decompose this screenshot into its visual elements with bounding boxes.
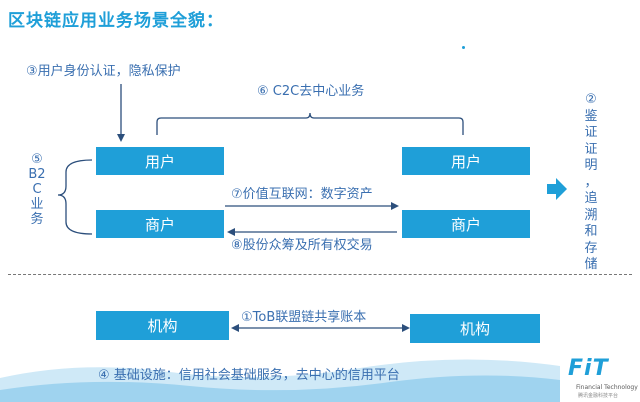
org-left-box: 机构 bbox=[96, 311, 229, 340]
value-internet-label: ⑦价值互联网：数字资产 bbox=[231, 187, 373, 202]
user-right-box: 用户 bbox=[402, 147, 530, 175]
page-title: 区块链应用业务场景全貌： bbox=[8, 11, 224, 31]
tob-label: ①ToB联盟链共享账本 bbox=[241, 310, 367, 325]
identity-label: ③用户身份认证，隐私保护 bbox=[26, 64, 181, 79]
org-right-box: 机构 bbox=[410, 314, 540, 343]
user-left-box: 用户 bbox=[96, 147, 224, 175]
bottom-wave-front bbox=[0, 375, 560, 402]
c2c-bracket bbox=[156, 112, 464, 135]
merchant-left-box: 商户 bbox=[96, 210, 224, 238]
logo-subtitle: Financial Technology bbox=[576, 384, 638, 391]
b2c-brace bbox=[57, 159, 93, 235]
b2c-label: ⑤ B2 C 业 务 bbox=[28, 152, 46, 227]
merchant-right-box: 商户 bbox=[402, 210, 530, 238]
audit-arrow-icon bbox=[547, 178, 567, 200]
audit-label: ② 鉴 证 证 明 ， 追 溯 和 存 储 bbox=[584, 92, 598, 272]
equity-label: ⑧股份众筹及所有权交易 bbox=[231, 238, 373, 253]
logo-tagline: 腾讯金融科技平台 bbox=[578, 393, 619, 399]
decorative-dot bbox=[462, 46, 465, 49]
dashed-separator bbox=[8, 274, 632, 275]
infra-label: ④ 基础设施：信用社会基础服务，去中心的信用平台 bbox=[98, 368, 400, 383]
fit-logo-icon: FiT bbox=[568, 356, 609, 381]
c2c-label: ⑥ C2C去中心业务 bbox=[257, 84, 365, 99]
